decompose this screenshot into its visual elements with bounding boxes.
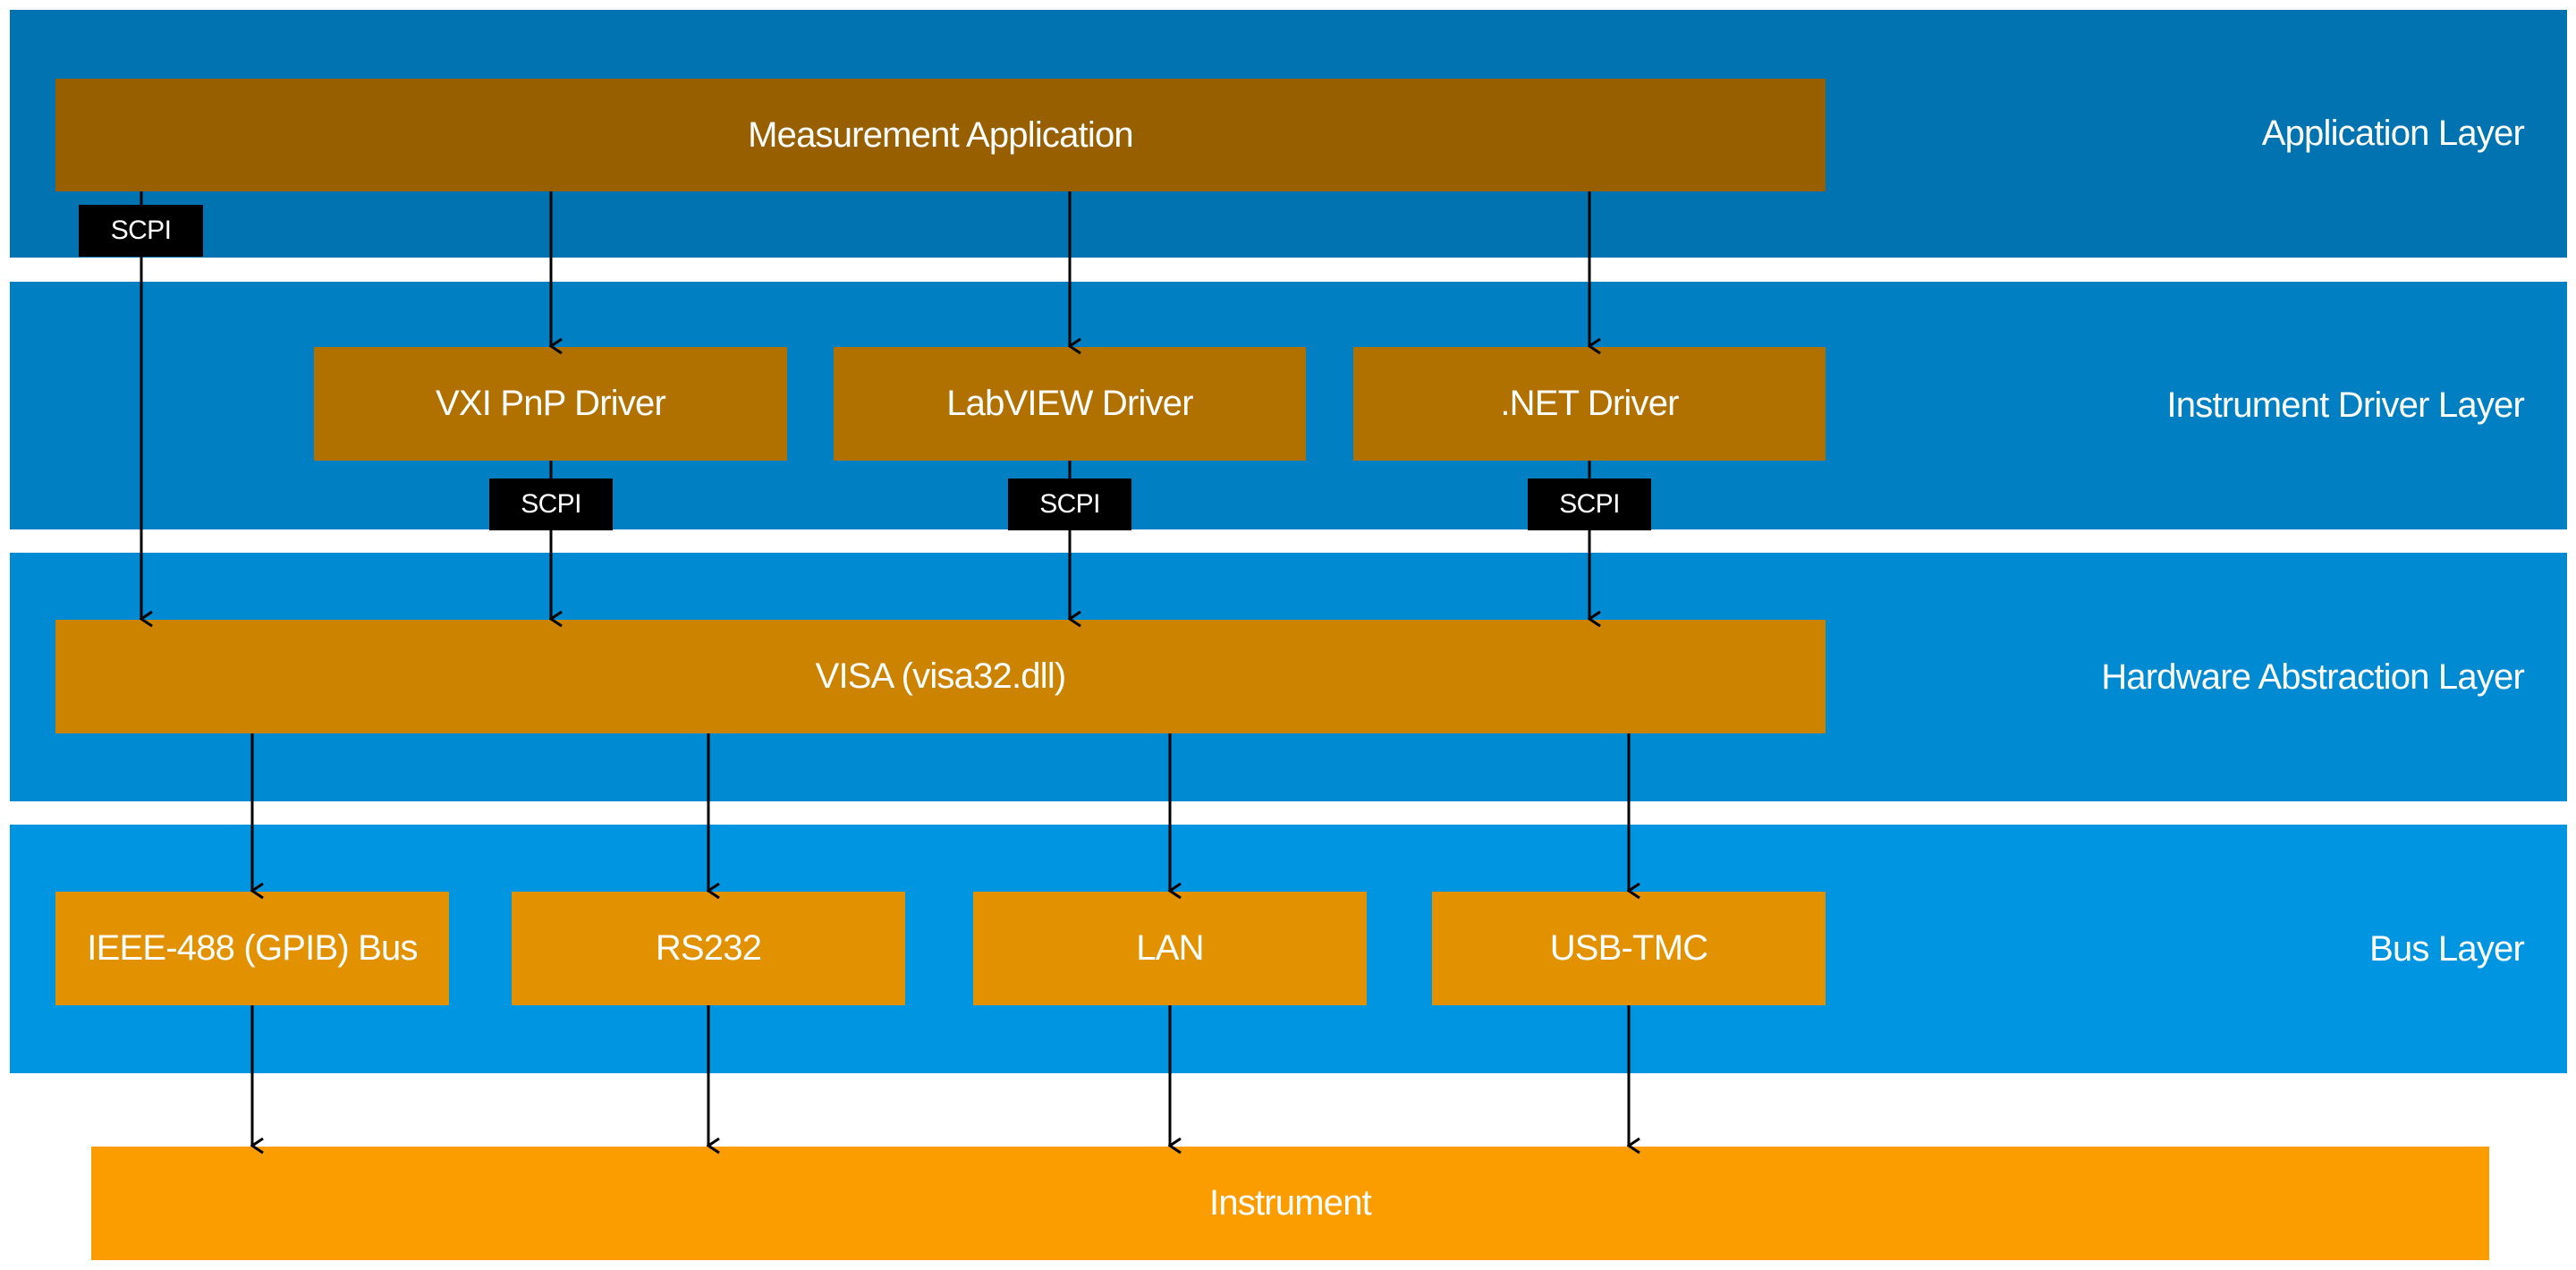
usb-tmc-box: USB-TMC [1432,892,1826,1005]
scpi-tag-dotnet: SCPI [1528,478,1651,530]
measurement-application-box: Measurement Application [55,79,1826,191]
scpi-tag-direct: SCPI [79,205,203,257]
scpi-tag-labview: SCPI [1008,478,1131,530]
hardware-abstraction-layer-label: Hardware Abstraction Layer [2101,656,2525,697]
scpi-tag-vxi: SCPI [489,478,613,530]
instrument-box: Instrument [91,1147,2489,1260]
rs232-box: RS232 [512,892,905,1005]
vxi-pnp-driver-box: VXI PnP Driver [314,347,787,461]
instrument-driver-layer-label: Instrument Driver Layer [2166,385,2524,425]
labview-driver-box: LabVIEW Driver [834,347,1306,461]
application-layer-label: Application Layer [2261,114,2525,153]
lan-box: LAN [973,892,1367,1005]
visa-box: VISA (visa32.dll) [55,620,1826,733]
gpib-bus-box: IEEE-488 (GPIB) Bus [55,892,449,1005]
bus-layer-label: Bus Layer [2369,928,2525,969]
dotnet-driver-box: .NET Driver [1353,347,1826,461]
